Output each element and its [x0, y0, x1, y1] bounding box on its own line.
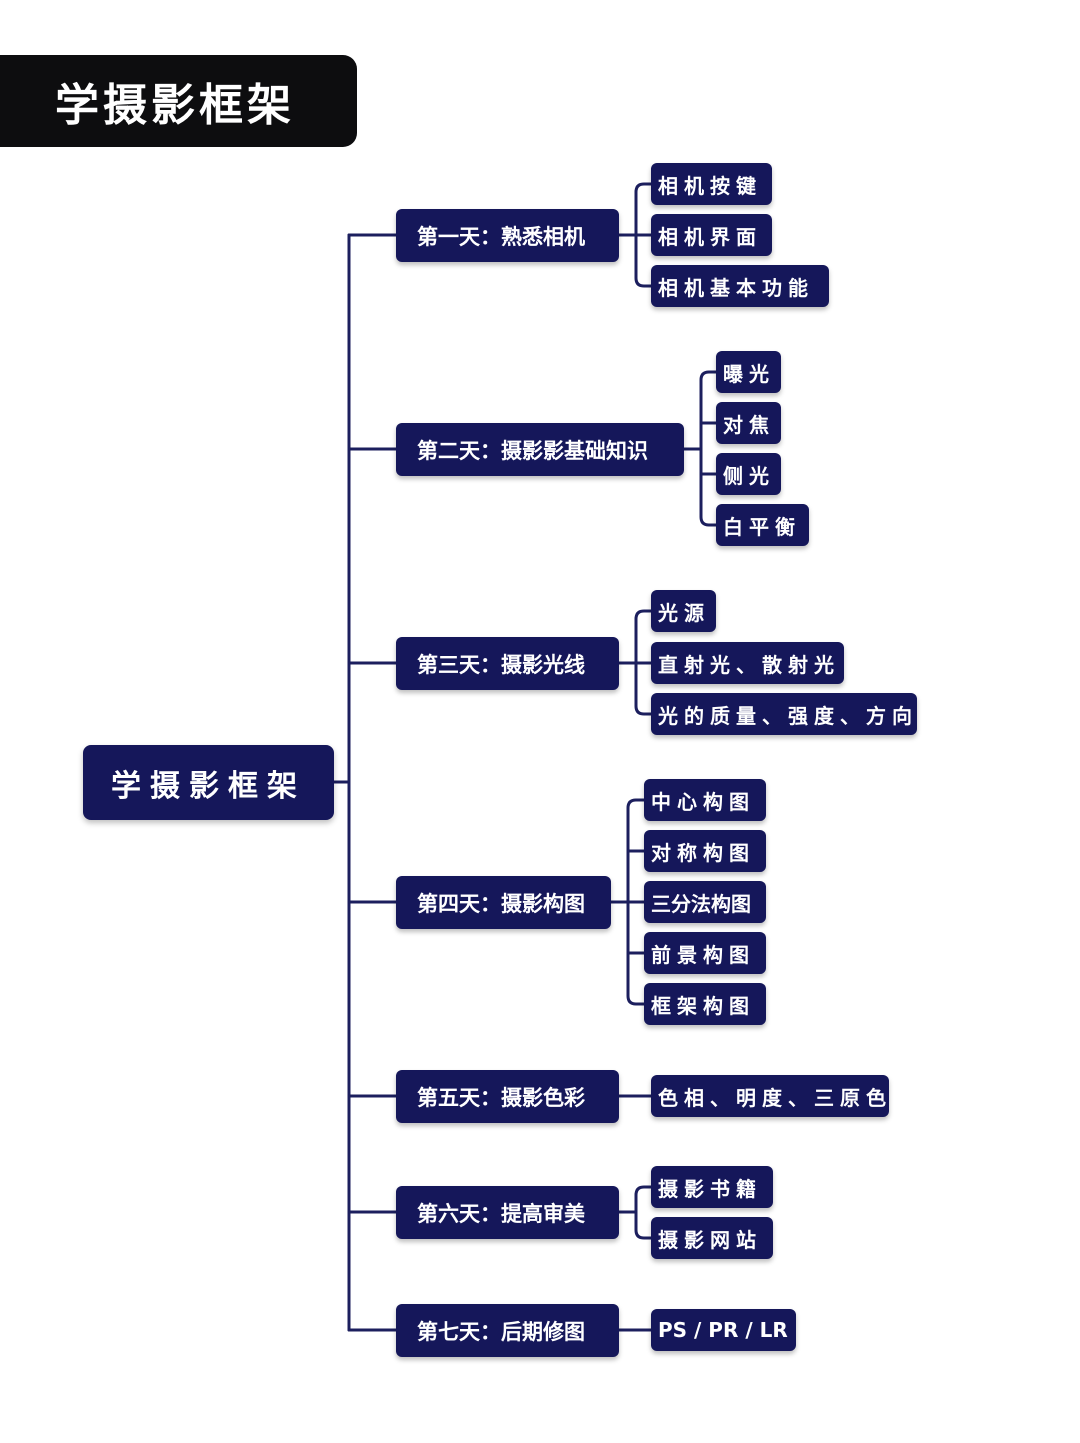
day-4-item-1[interactable]: 中心构图 — [644, 779, 766, 821]
day-3-item-1[interactable]: 光源 — [651, 590, 716, 632]
day-2-item-4[interactable]: 白平衡 — [716, 504, 809, 546]
day-4-node[interactable]: 第四天：摄影构图 — [396, 876, 611, 929]
day-5-node[interactable]: 第五天：摄影色彩 — [396, 1070, 619, 1123]
day-1-item-3[interactable]: 相机基本功能 — [651, 265, 829, 307]
day-2-node[interactable]: 第二天：摄影影基础知识 — [396, 423, 684, 476]
day-2-item-2[interactable]: 对焦 — [716, 402, 781, 444]
day-4-item-3[interactable]: 三分法构图 — [644, 881, 766, 923]
day-4-item-4[interactable]: 前景构图 — [644, 932, 766, 974]
day-4-item-2[interactable]: 对称构图 — [644, 830, 766, 872]
day-4-item-5[interactable]: 框架构图 — [644, 983, 766, 1025]
day-6-node[interactable]: 第六天：提高审美 — [396, 1186, 619, 1239]
day-3-item-3[interactable]: 光的质量、强度、方向 — [651, 693, 917, 735]
day-7-node[interactable]: 第七天：后期修图 — [396, 1304, 619, 1357]
day-1-node[interactable]: 第一天：熟悉相机 — [396, 209, 619, 262]
day-6-item-1[interactable]: 摄影书籍 — [651, 1166, 773, 1208]
day-1-item-2[interactable]: 相机界面 — [651, 214, 772, 256]
day-3-node[interactable]: 第三天：摄影光线 — [396, 637, 619, 690]
day-2-item-3[interactable]: 侧光 — [716, 453, 781, 495]
day-1-item-1[interactable]: 相机按键 — [651, 163, 772, 205]
day-7-item-1[interactable]: PS / PR / LR — [651, 1309, 796, 1351]
day-5-item-1[interactable]: 色相、明度、三原色 — [651, 1075, 889, 1117]
day2-bracket — [699, 370, 718, 527]
day-2-item-1[interactable]: 曝光 — [716, 351, 781, 393]
day-6-item-2[interactable]: 摄影网站 — [651, 1217, 773, 1259]
page-title: 学摄影框架 — [0, 55, 357, 147]
day-3-item-2[interactable]: 直射光、散射光 — [651, 642, 844, 684]
day6-bracket — [634, 1185, 653, 1240]
root-node[interactable]: 学摄影框架 — [83, 745, 334, 820]
